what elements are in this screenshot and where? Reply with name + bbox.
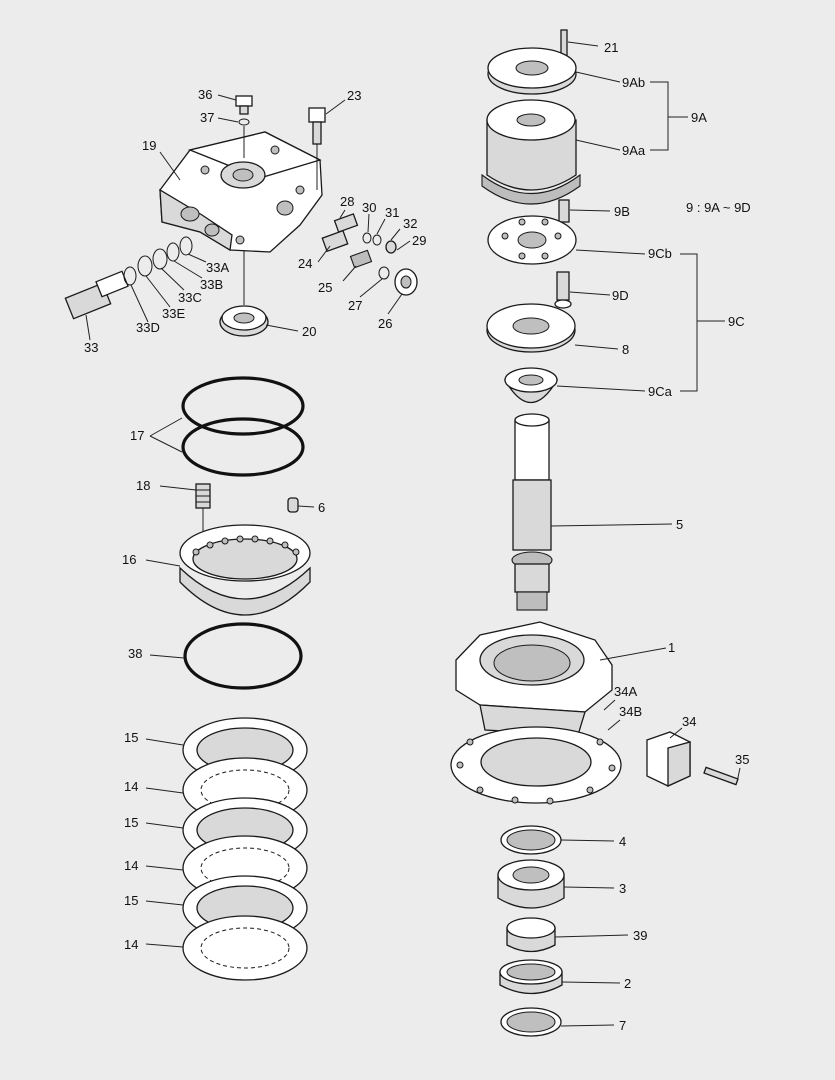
label-9c: 9C	[728, 314, 745, 329]
label-33e: 33E	[162, 306, 185, 321]
label-19: 19	[142, 138, 156, 153]
label-24: 24	[298, 256, 312, 271]
label-9cb: 9Cb	[648, 246, 672, 261]
label-28: 28	[340, 194, 354, 209]
snap-ring-4	[500, 825, 562, 855]
label-9a: 9A	[691, 110, 707, 125]
label-38: 38	[128, 646, 142, 661]
label-20: 20	[302, 324, 316, 339]
label-35: 35	[735, 752, 749, 767]
label-34a: 34A	[614, 684, 637, 699]
label-16: 16	[122, 552, 136, 567]
label-7: 7	[619, 1018, 626, 1033]
collar-39	[506, 917, 556, 953]
cylinder-block-9aa	[481, 99, 581, 205]
label-9aa: 9Aa	[622, 143, 646, 158]
label-33a: 33A	[206, 260, 229, 275]
label-21: 21	[604, 40, 618, 55]
snap-ring-7	[500, 1007, 562, 1037]
label-30: 30	[362, 200, 376, 215]
label-14-bottom: 14	[124, 937, 138, 952]
label-34: 34	[682, 714, 696, 729]
casing-1	[450, 621, 622, 805]
label-33: 33	[84, 340, 98, 355]
label-4: 4	[619, 834, 626, 849]
part-labels: 21 9Ab 9A 9Aa 9 : 9A ~ 9D 9B 9Cb 9D 9C 8…	[84, 40, 751, 1033]
bearing-3	[497, 859, 565, 909]
bolt-35	[703, 766, 739, 786]
label-31: 31	[385, 205, 399, 220]
label-14-top: 14	[124, 779, 138, 794]
label-14-mid: 14	[124, 858, 138, 873]
label-9d: 9D	[612, 288, 629, 303]
valve-plate-9ab	[487, 47, 577, 95]
label-33b: 33B	[200, 277, 223, 292]
bolt-23	[308, 107, 326, 145]
label-37: 37	[200, 110, 214, 125]
label-1: 1	[668, 640, 675, 655]
label-34b: 34B	[619, 704, 642, 719]
label-2: 2	[624, 976, 631, 991]
plug-36	[235, 95, 253, 115]
label-36: 36	[198, 87, 212, 102]
label-23: 23	[347, 88, 361, 103]
spring-9b	[558, 199, 570, 223]
label-6: 6	[318, 500, 325, 515]
label-33d: 33D	[136, 320, 160, 335]
label-9b: 9B	[614, 204, 630, 219]
relief-valve-33	[64, 236, 193, 320]
label-32: 32	[403, 216, 417, 231]
swash-plate-8	[486, 303, 576, 353]
o-ring-37	[238, 118, 250, 126]
label-25: 25	[318, 280, 332, 295]
label-15-mid: 15	[124, 815, 138, 830]
valve-block-19	[159, 131, 323, 253]
retainer-plate-9cb	[487, 215, 577, 265]
bearing-20	[219, 305, 269, 337]
leader-lines	[85, 41, 741, 1027]
pin-9d	[554, 271, 572, 309]
label-26: 26	[378, 316, 392, 331]
o-rings-17	[181, 376, 305, 477]
label-15-bottom: 15	[124, 893, 138, 908]
label-33c: 33C	[178, 290, 202, 305]
brake-piston-16	[179, 524, 311, 616]
label-5: 5	[676, 517, 683, 532]
o-ring-38	[183, 622, 303, 690]
ball-guide-9ca	[503, 367, 559, 404]
label-15-top: 15	[124, 730, 138, 745]
label-18: 18	[136, 478, 150, 493]
brake-plates	[182, 717, 308, 981]
sensor-34	[646, 731, 691, 788]
label-9ca: 9Ca	[648, 384, 673, 399]
ring-2	[499, 959, 563, 995]
spring-18	[195, 483, 211, 509]
shaft-5	[511, 413, 553, 611]
pin-6	[287, 497, 299, 513]
label-9ab: 9Ab	[622, 75, 645, 90]
label-27: 27	[348, 298, 362, 313]
label-8: 8	[622, 342, 629, 357]
label-3: 3	[619, 881, 626, 896]
label-17: 17	[130, 428, 144, 443]
valve-parts-right	[321, 213, 418, 296]
label-39: 39	[633, 928, 647, 943]
legend-note: 9 : 9A ~ 9D	[686, 200, 751, 215]
label-29: 29	[412, 233, 426, 248]
